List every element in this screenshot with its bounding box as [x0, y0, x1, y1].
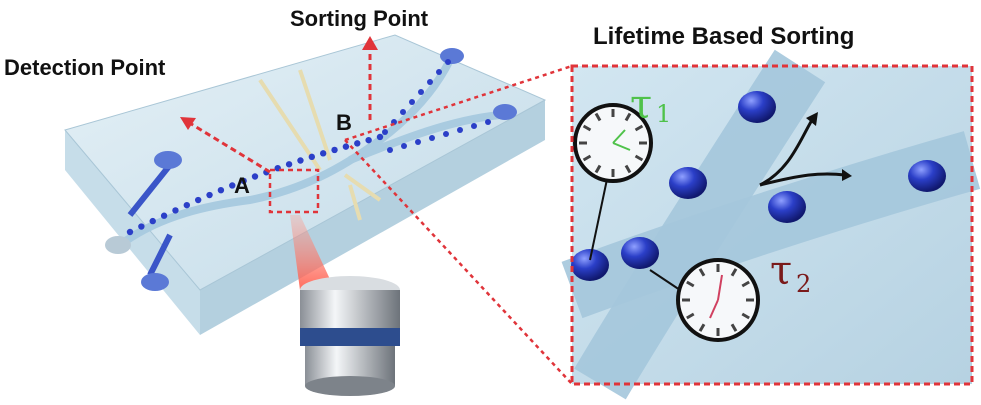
droplet: [308, 153, 316, 161]
droplet: [436, 69, 442, 75]
droplet: [445, 59, 451, 65]
laser-beam: [290, 215, 335, 290]
droplet: [149, 217, 156, 225]
droplet: [621, 237, 659, 269]
clock-tick: [730, 323, 738, 332]
microfluidic-chip: [64, 34, 547, 335]
clock-tick: [698, 268, 706, 277]
droplet: [485, 119, 491, 125]
droplet: [382, 129, 388, 135]
clock-tick: [634, 124, 644, 132]
droplet: [400, 109, 406, 115]
droplet: [768, 191, 806, 223]
droplet: [376, 133, 384, 141]
clock-tau1-icon: [573, 103, 653, 261]
sorting-point-label: Sorting Point: [290, 6, 429, 31]
droplet: [443, 131, 449, 137]
droplet: [194, 196, 202, 204]
droplet: [331, 146, 338, 154]
clock-tick: [594, 164, 602, 174]
droplet: [354, 140, 361, 147]
point-b-label: B: [336, 110, 352, 135]
droplet: [206, 191, 213, 199]
droplet: [415, 139, 421, 145]
channel-upper: [117, 58, 454, 249]
droplet: [908, 160, 946, 192]
sorting-point-arrow: [362, 36, 378, 120]
zoom-panel: τ 1 τ 2: [561, 49, 981, 400]
clock-tick: [686, 280, 695, 288]
droplet: [217, 186, 225, 194]
point-a-label: A: [234, 173, 250, 198]
droplet: [126, 228, 134, 236]
tau1-subscript: 1: [656, 100, 671, 128]
tau1-symbol: τ: [630, 82, 652, 128]
clock-tick: [624, 112, 632, 122]
clock-tick: [624, 164, 632, 174]
microscope-objective-icon: [300, 276, 400, 396]
droplet: [401, 143, 407, 149]
sorting-direction-arrows: [759, 112, 852, 187]
clock-tick: [686, 312, 695, 320]
droplet: [342, 143, 350, 150]
droplet: [183, 201, 191, 209]
droplet: [571, 249, 609, 281]
channel-lower: [348, 111, 501, 164]
droplet: [427, 79, 433, 85]
tau2-symbol: τ: [770, 248, 792, 294]
droplet: [297, 157, 304, 164]
lifetime-title: Lifetime Based Sorting: [593, 23, 854, 50]
droplet: [240, 177, 247, 185]
droplet: [471, 123, 477, 129]
clock-tick: [634, 154, 644, 162]
droplet: [365, 136, 372, 144]
droplet: [251, 173, 259, 180]
droplet: [418, 89, 424, 95]
clock-tick: [594, 112, 602, 122]
clock-tick: [582, 124, 592, 132]
detection-point-label: Detection Point: [4, 55, 166, 80]
droplet: [319, 150, 327, 157]
detection-point-arrow: [180, 117, 271, 174]
droplet: [387, 147, 393, 153]
zoom-frame: [570, 64, 974, 386]
clock-tick: [698, 323, 706, 332]
droplet: [285, 161, 293, 168]
clock-tick: [730, 268, 738, 277]
clock-tick: [582, 154, 592, 162]
droplet: [457, 127, 463, 133]
droplet: [160, 212, 168, 219]
droplet: [409, 99, 415, 105]
droplet: [229, 182, 236, 189]
droplet: [429, 135, 435, 141]
tau2-subscript: 2: [796, 270, 811, 298]
clock-tau2-icon: [649, 258, 760, 342]
clock-tick: [741, 312, 750, 320]
droplet: [172, 207, 179, 214]
droplet: [669, 167, 707, 199]
clock-tick: [741, 280, 750, 288]
droplet: [738, 91, 776, 123]
droplet: [138, 223, 145, 230]
